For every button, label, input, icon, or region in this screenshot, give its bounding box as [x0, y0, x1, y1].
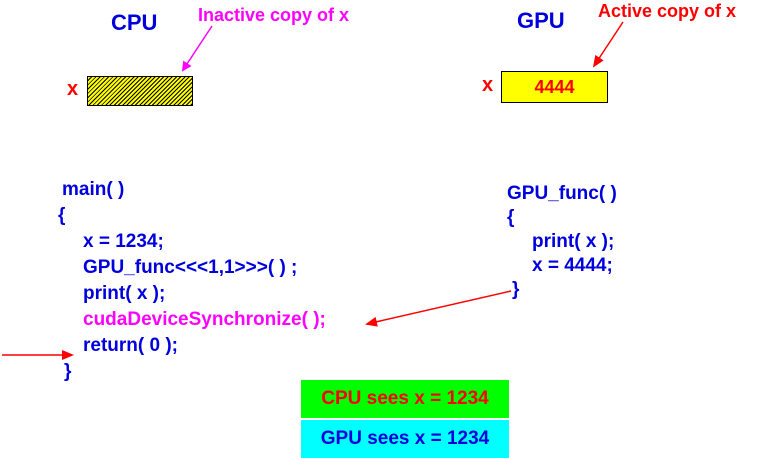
inactive-copy-arrow [181, 25, 213, 72]
code-line-open-brace: { [58, 205, 66, 226]
gpu-code-line-signature: GPU_func( ) [507, 183, 617, 204]
gpu-code-line-open-brace: { [507, 207, 515, 228]
code-line-return: return( 0 ); [83, 335, 178, 356]
gpu-sees-text: GPU sees x = 1234 [320, 428, 490, 449]
cpu-title: CPU [111, 10, 158, 35]
code-line-kernel-launch: GPU_func<<<1,1>>>( ) ; [83, 257, 298, 278]
gpu-func-code-block: GPU_func( ) { print( x ); x = 4444; } [507, 182, 617, 302]
gpu-sees-status: GPU sees x = 1234 [301, 420, 509, 458]
cpu-sees-text: CPU sees x = 1234 [321, 388, 489, 409]
gpu-title: GPU [517, 8, 565, 33]
gpu-x-value: 4444 [534, 76, 575, 97]
cpu-annotation: Inactive copy of x [198, 5, 350, 25]
code-line-sync: cudaDeviceSynchronize( ); [83, 309, 326, 330]
code-line-close-brace: } [64, 361, 72, 382]
gpu-annotation: Active copy of x [598, 1, 737, 21]
gpu-code-line-assign: x = 4444; [532, 255, 613, 276]
cpu-x-box [87, 76, 193, 106]
gpu-x-label: x [482, 74, 494, 96]
main-code-block: main( ) { x = 1234; GPU_func<<<1,1>>>( )… [58, 177, 326, 385]
code-line-main: main( ) [62, 179, 125, 200]
code-line-assign: x = 1234; [83, 231, 164, 252]
cpu-sees-status: CPU sees x = 1234 [301, 380, 509, 418]
cpu-x-label: x [67, 78, 79, 100]
code-line-print: print( x ); [83, 283, 166, 304]
active-copy-arrow [592, 21, 624, 68]
gpu-x-box: 4444 [501, 71, 608, 103]
gpu-code-line-print: print( x ); [532, 231, 615, 252]
gpu-code-line-close-brace: } [512, 279, 520, 300]
sync-return-arrow [365, 290, 512, 327]
